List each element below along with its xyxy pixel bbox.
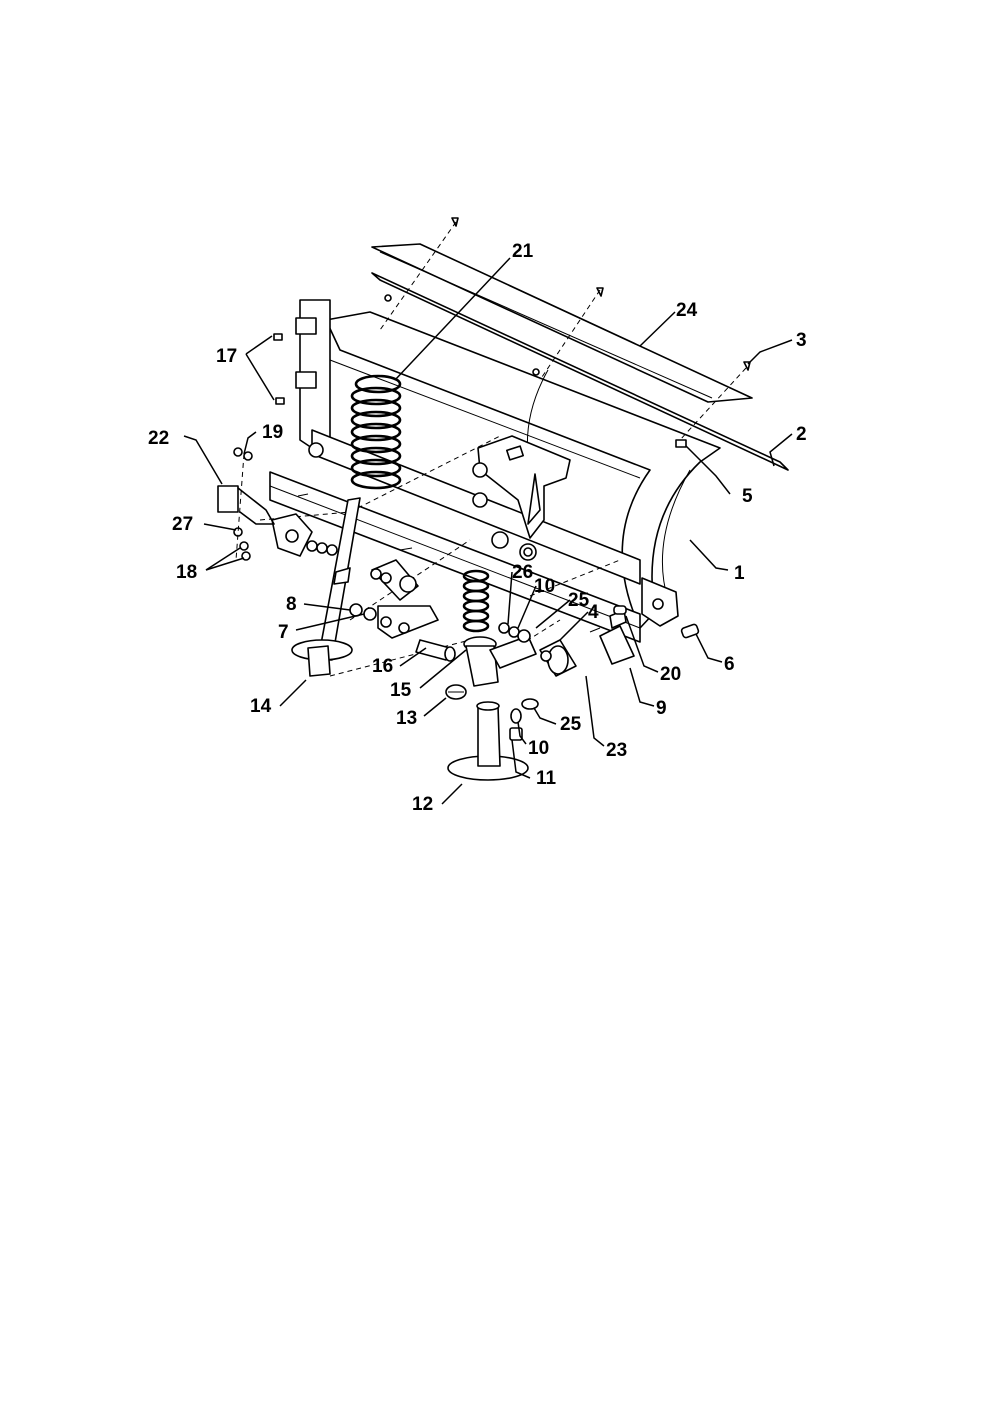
callout-8: 8 [286, 594, 297, 615]
callout-23: 23 [606, 740, 627, 761]
top-bolts [384, 217, 751, 448]
callout-5: 5 [742, 486, 753, 507]
callout-3: 3 [796, 330, 807, 351]
callout-labels: 21 24 3 2 5 1 6 20 9 23 4 25 10 26 25 10… [148, 241, 807, 815]
callout-9: 9 [656, 698, 667, 719]
callout-10-lower: 10 [528, 738, 549, 759]
callout-1: 1 [734, 563, 745, 584]
left-post-assembly [291, 497, 361, 677]
left-latch-hardware [217, 333, 285, 561]
callout-14: 14 [250, 696, 272, 717]
callout-20: 20 [660, 664, 681, 685]
callout-15: 15 [390, 680, 412, 701]
callout-16: 16 [372, 656, 393, 677]
callout-7: 7 [278, 622, 289, 643]
callout-25-upper: 25 [568, 590, 590, 611]
callout-17: 17 [216, 346, 237, 367]
callout-10-upper: 10 [534, 576, 555, 597]
misc-hardware [523, 547, 700, 639]
callout-18: 18 [176, 562, 197, 583]
callout-4: 4 [588, 602, 599, 623]
callout-25-lower: 25 [560, 714, 582, 735]
callout-22: 22 [148, 428, 169, 449]
callout-12: 12 [412, 794, 433, 815]
callout-24: 24 [676, 300, 698, 321]
plow-blade [269, 243, 789, 643]
small-spring-assembly [462, 569, 537, 687]
large-compression-spring [350, 374, 402, 490]
leader-lines [183, 257, 793, 805]
callout-27: 27 [172, 514, 193, 535]
callout-26: 26 [512, 562, 533, 583]
callout-2: 2 [796, 424, 807, 445]
callout-11: 11 [536, 768, 557, 789]
callout-13: 13 [396, 708, 417, 729]
pivot-arm-assembly [271, 513, 456, 662]
base-shoe-assembly [445, 684, 539, 781]
callout-21: 21 [512, 241, 534, 262]
right-hinge-bracket [539, 609, 635, 677]
callout-19: 19 [262, 422, 283, 443]
callout-6: 6 [724, 654, 735, 675]
